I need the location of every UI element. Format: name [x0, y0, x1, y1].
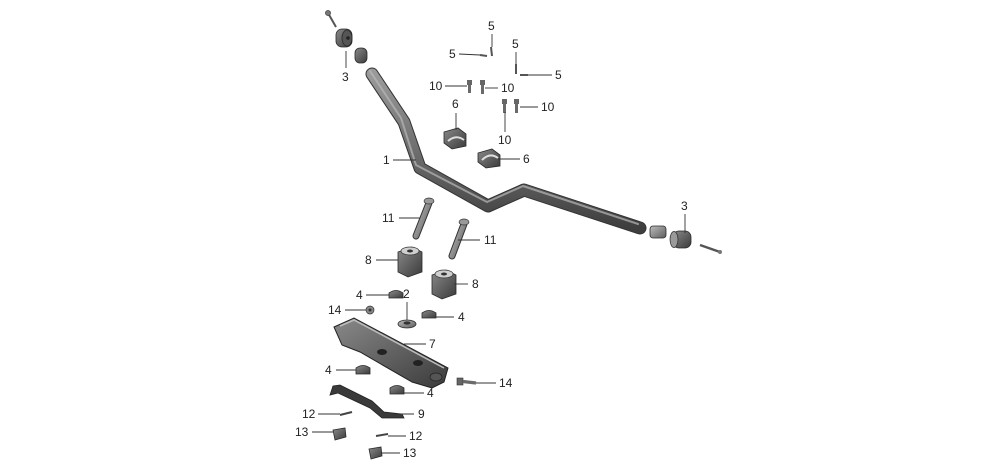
- riser-base-plate: [333, 317, 449, 389]
- clamp-bolt: [480, 80, 485, 94]
- callout-13: 13: [295, 425, 309, 439]
- callout-5: 5: [449, 47, 456, 61]
- clamp-bolt: [467, 80, 472, 93]
- small-pins: [479, 46, 528, 76]
- callout-5: 5: [555, 68, 562, 82]
- upper-clamp-right: [477, 148, 501, 169]
- nuts-bottom: [332, 427, 383, 460]
- riser-bolt-right: [448, 218, 470, 260]
- callout-14: 14: [499, 376, 513, 390]
- bar-end-weight-left: [325, 10, 368, 64]
- callout-3: 3: [681, 199, 688, 213]
- callout-4: 4: [356, 288, 363, 302]
- callout-12: 12: [409, 429, 423, 443]
- clips: [339, 411, 389, 437]
- washer: [397, 319, 417, 329]
- clamp-bolts: [467, 80, 519, 113]
- callout-2: 2: [403, 287, 410, 301]
- bushings: [355, 290, 437, 395]
- callout-8: 8: [365, 253, 372, 267]
- callout-5: 5: [512, 37, 519, 51]
- callout-4: 4: [427, 386, 434, 400]
- callout-8: 8: [472, 277, 479, 291]
- callout-11: 11: [484, 233, 497, 247]
- callout-4: 4: [458, 310, 465, 324]
- riser-left: [397, 246, 423, 278]
- callout-10: 10: [498, 133, 512, 147]
- callout-7: 7: [429, 337, 436, 351]
- callout-10: 10: [541, 100, 555, 114]
- bar-end-weight-right: [649, 225, 722, 254]
- leader-lines: [312, 34, 686, 454]
- callout-10: 10: [429, 79, 443, 93]
- clamp-bolt: [514, 99, 519, 113]
- clamp-bolt: [502, 99, 507, 113]
- callout-10: 10: [501, 81, 515, 95]
- callout-labels: 3 3 5 5 5 5 10 10 10 10 6 6 1 11 11 8 8 …: [295, 19, 688, 460]
- callout-3: 3: [342, 70, 349, 84]
- riser-right: [431, 269, 457, 300]
- callout-4: 4: [325, 363, 332, 377]
- nut-small: [365, 305, 375, 315]
- callout-12: 12: [302, 407, 316, 421]
- callout-6: 6: [452, 97, 459, 111]
- callout-6: 6: [523, 152, 530, 166]
- callout-14: 14: [328, 303, 342, 317]
- callout-9: 9: [418, 407, 425, 421]
- callout-11: 11: [382, 211, 395, 225]
- upper-clamp-left: [443, 127, 467, 150]
- callout-13: 13: [403, 446, 417, 460]
- side-bolt: [456, 377, 477, 386]
- handlebar: [365, 67, 647, 235]
- callout-1: 1: [383, 153, 390, 167]
- riser-bolt-left: [412, 197, 435, 240]
- callout-5: 5: [488, 19, 495, 33]
